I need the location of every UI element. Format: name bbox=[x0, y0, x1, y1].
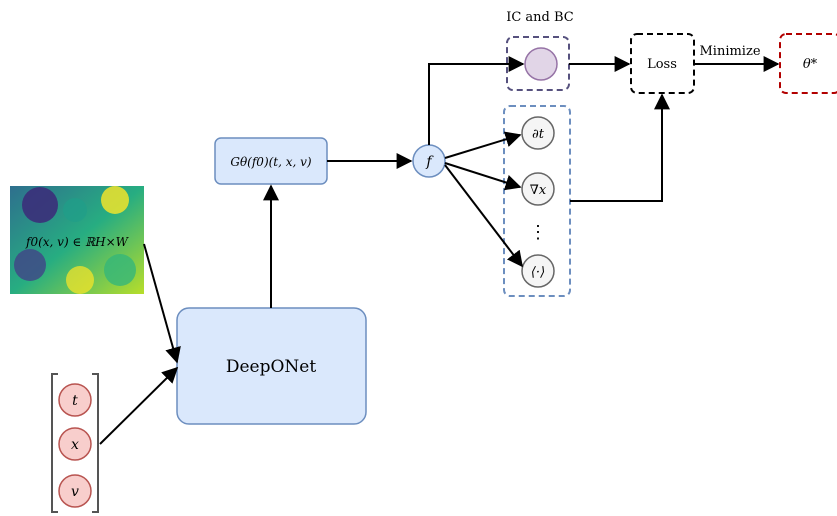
deeponet-label: DeepONet bbox=[226, 357, 317, 377]
loss-box: Loss bbox=[630, 33, 695, 94]
connectors bbox=[99, 56, 780, 445]
theta-star-label: θ* bbox=[803, 57, 818, 72]
derivative-ellipsis: ⋮ bbox=[529, 222, 547, 243]
ic-bc-node bbox=[524, 47, 558, 81]
arrow-f-to-gradx bbox=[444, 162, 522, 191]
input-label-t: t bbox=[72, 393, 78, 409]
arrow-f-to-mean bbox=[444, 164, 523, 268]
input-label-x: x bbox=[71, 437, 79, 453]
operator-box: Gθ(f0)(t, x, v) bbox=[214, 137, 328, 185]
ic-bc-title: IC and BC bbox=[506, 10, 574, 25]
heatmap-label: f0(x, v) ∈ ℝH×W bbox=[25, 235, 130, 249]
heatmap-f0: f0(x, v) ∈ ℝH×W bbox=[10, 186, 144, 294]
minimize-label: Minimize bbox=[699, 44, 760, 59]
input-node-x: x bbox=[58, 427, 92, 461]
operator-label: Gθ(f0)(t, x, v) bbox=[230, 155, 312, 169]
loss-label: Loss bbox=[647, 57, 677, 72]
arrow-f-to-dt bbox=[444, 131, 522, 159]
arrow-heatmap-to-deeponet bbox=[143, 243, 181, 364]
derivative-node-gradx: ∇x bbox=[521, 172, 555, 206]
derivative-label-dt: ∂t bbox=[532, 127, 545, 142]
input-node-v: v bbox=[58, 474, 92, 508]
derivative-label-mean: ⟨·⟩ bbox=[531, 265, 545, 280]
derivative-node-mean: ⟨·⟩ bbox=[521, 254, 555, 288]
derivative-node-dt: ∂t bbox=[521, 116, 555, 150]
f-label: f bbox=[425, 154, 434, 170]
arrow-derivatives-to-loss bbox=[570, 93, 670, 202]
deeponet-box: DeepONet bbox=[176, 307, 367, 425]
input-node-t: t bbox=[58, 383, 92, 417]
arrow-f-to-icbc bbox=[428, 56, 525, 145]
theta-star-box: θ* bbox=[779, 33, 837, 94]
arrow-inputs-to-deeponet bbox=[99, 366, 179, 445]
derivative-label-gradx: ∇x bbox=[530, 183, 547, 198]
input-bracket bbox=[51, 373, 99, 513]
input-label-v: v bbox=[71, 484, 79, 500]
f-node: f bbox=[412, 144, 446, 178]
ic-bc-box bbox=[506, 36, 570, 91]
